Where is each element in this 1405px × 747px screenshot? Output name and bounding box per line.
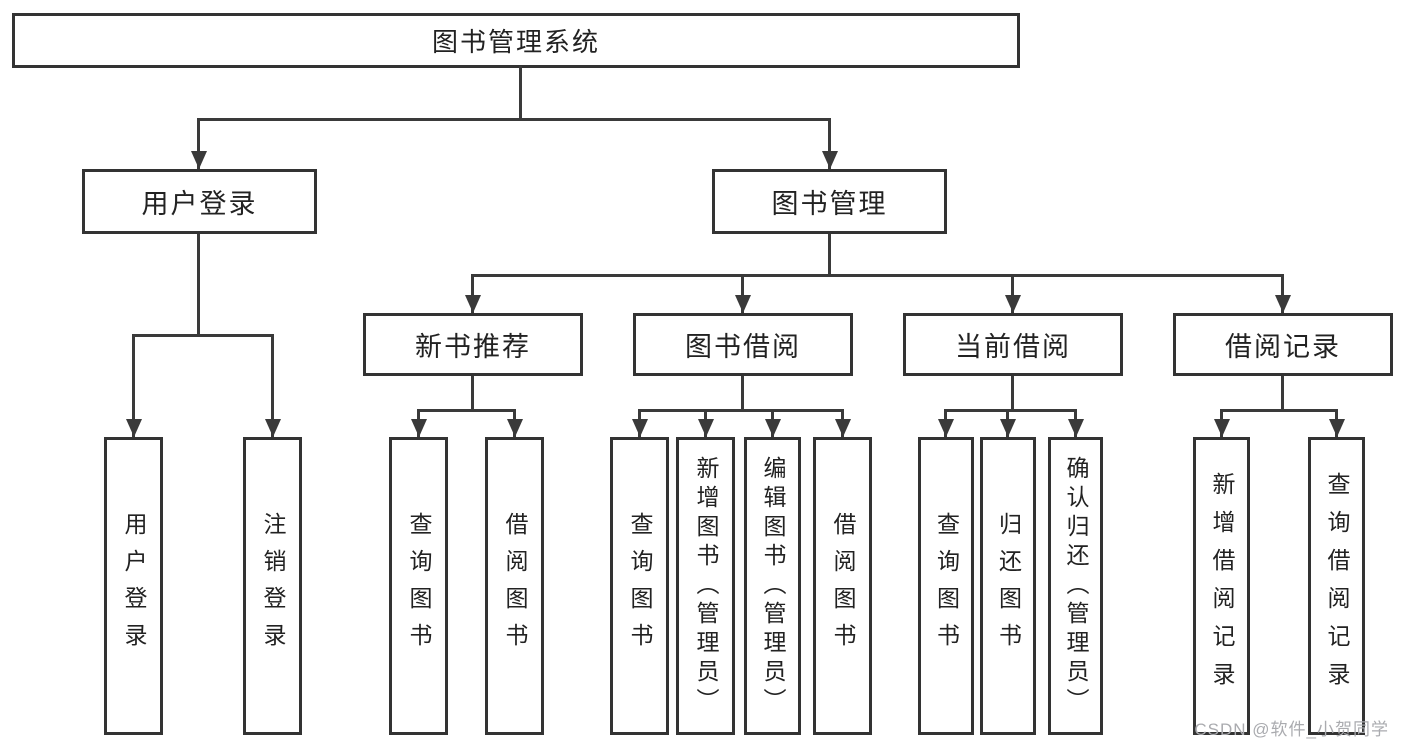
leaf-query-borrow-record: 查询借阅记录 (1308, 437, 1365, 735)
arrowhead-down (1214, 419, 1230, 437)
connector-line (417, 409, 516, 412)
connector-line (638, 409, 844, 412)
connector-line (519, 66, 522, 118)
leaf-add-borrow-record: 新增借阅记录 (1193, 437, 1250, 735)
node-root-label: 图书管理系统 (431, 27, 600, 57)
arrowhead-down (265, 419, 281, 437)
arrowhead-down (1329, 419, 1345, 437)
connector-line (132, 334, 135, 437)
arrowhead-down (1000, 419, 1016, 437)
leaf-add-book-admin-label: 新增图书（管理员） (693, 455, 719, 717)
leaf-query-borrow-record-label: 查询借阅记录 (1324, 472, 1350, 700)
arrowhead-down (1275, 295, 1291, 313)
node-new-book-recommend-label: 新书推荐 (415, 332, 531, 362)
leaf-edit-book-admin-label: 编辑图书（管理员） (760, 455, 786, 717)
arrowhead-down (411, 419, 427, 437)
node-book-borrow: 图书借阅 (633, 313, 853, 376)
leaf-borrow-books-newbook-label: 借阅图书 (502, 512, 528, 660)
connector-line (471, 274, 474, 313)
arrowhead-down (698, 419, 714, 437)
leaf-query-books-current: 查询图书 (918, 437, 974, 735)
leaf-return-book: 归还图书 (980, 437, 1036, 735)
connector-line (471, 376, 474, 409)
leaf-confirm-return-admin-label: 确认归还（管理员） (1063, 455, 1089, 717)
arrowhead-down (191, 151, 207, 169)
leaf-query-books-borrow-label: 查询图书 (627, 512, 653, 660)
arrowhead-down (465, 295, 481, 313)
arrowhead-down (822, 151, 838, 169)
connector-line (1011, 274, 1014, 313)
node-root: 图书管理系统 (12, 13, 1020, 68)
leaf-borrow-books-borrow: 借阅图书 (813, 437, 872, 735)
arrowhead-down (835, 419, 851, 437)
connector-line (1281, 376, 1284, 409)
connector-line (471, 274, 1284, 277)
leaf-logout-label: 注销登录 (260, 512, 286, 660)
leaf-query-books-borrow: 查询图书 (610, 437, 669, 735)
connector-line (1281, 274, 1284, 313)
csdn-watermark: CSDN @软件_小贺同学 (1194, 720, 1389, 739)
arrowhead-down (1068, 419, 1084, 437)
node-borrow-records-label: 借阅记录 (1225, 332, 1341, 362)
node-book-management-label: 图书管理 (771, 189, 888, 219)
arrowhead-down (735, 295, 751, 313)
connector-line (741, 274, 744, 313)
connector-line (741, 376, 744, 409)
connector-line (197, 234, 200, 334)
leaf-query-books-current-label: 查询图书 (933, 512, 960, 660)
node-current-borrow-label: 当前借阅 (955, 332, 1071, 362)
node-user-login: 用户登录 (82, 169, 317, 234)
node-new-book-recommend: 新书推荐 (363, 313, 583, 376)
node-current-borrow: 当前借阅 (903, 313, 1123, 376)
arrowhead-down (632, 419, 648, 437)
connector-line (828, 118, 831, 169)
connector-line (944, 409, 1077, 412)
node-book-management: 图书管理 (712, 169, 947, 234)
leaf-add-book-admin: 新增图书（管理员） (676, 437, 735, 735)
connector-line (828, 234, 831, 274)
leaf-user-login: 用户登录 (104, 437, 163, 735)
node-user-login-label: 用户登录 (141, 189, 258, 219)
leaf-return-book-label: 归还图书 (995, 512, 1022, 660)
connector-line (197, 118, 200, 169)
node-book-borrow-label: 图书借阅 (685, 332, 801, 362)
arrowhead-down (765, 419, 781, 437)
leaf-edit-book-admin: 编辑图书（管理员） (744, 437, 801, 735)
leaf-confirm-return-admin: 确认归还（管理员） (1048, 437, 1103, 735)
node-borrow-records: 借阅记录 (1173, 313, 1393, 376)
connector-line (1220, 409, 1338, 412)
leaf-query-books-newbook: 查询图书 (389, 437, 448, 735)
connector-line (132, 334, 274, 337)
connector-line (1011, 376, 1014, 409)
leaf-logout: 注销登录 (243, 437, 302, 735)
arrowhead-down (938, 419, 954, 437)
arrowhead-down (126, 419, 142, 437)
arrowhead-down (507, 419, 523, 437)
leaf-borrow-books-borrow-label: 借阅图书 (830, 512, 856, 660)
arrowhead-down (1005, 295, 1021, 313)
leaf-borrow-books-newbook: 借阅图书 (485, 437, 544, 735)
connector-line (197, 118, 831, 121)
leaf-query-books-newbook-label: 查询图书 (406, 512, 432, 660)
leaf-user-login-label: 用户登录 (121, 512, 147, 660)
leaf-add-borrow-record-label: 新增借阅记录 (1209, 472, 1235, 700)
connector-line (271, 334, 274, 437)
